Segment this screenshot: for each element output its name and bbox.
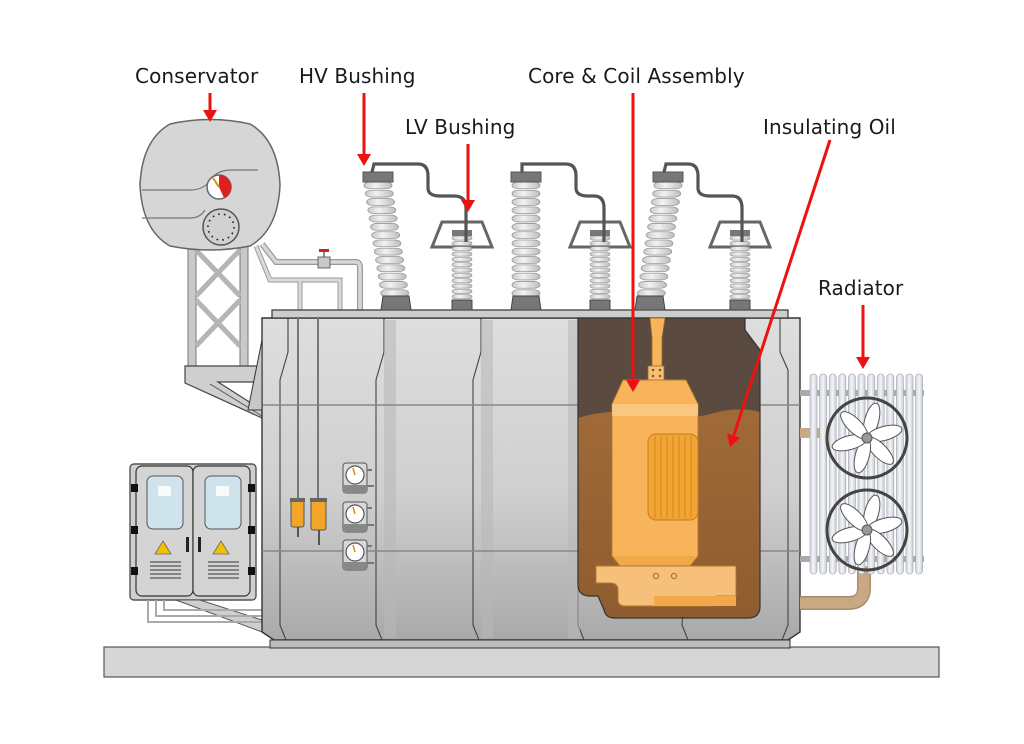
concrete-base bbox=[103, 646, 940, 678]
temperature-gauges bbox=[342, 462, 374, 571]
lv-bushing bbox=[429, 220, 495, 311]
hv-bushing bbox=[634, 171, 684, 311]
bushing-base bbox=[634, 295, 666, 311]
annotation-arrows bbox=[203, 93, 870, 447]
arrow-insulating-oil bbox=[727, 139, 832, 447]
coil-winding bbox=[647, 433, 699, 521]
arcing-horn bbox=[567, 220, 633, 249]
label-lv-bushing: LV Bushing bbox=[405, 115, 516, 139]
lv-bushing bbox=[707, 220, 773, 311]
oil-level-gauge bbox=[206, 174, 232, 200]
bushing-cap bbox=[590, 230, 610, 236]
bushing-base bbox=[589, 299, 611, 311]
bushing-cap bbox=[652, 171, 684, 183]
warning-icon bbox=[154, 540, 230, 555]
bushing-base bbox=[729, 299, 751, 311]
bushing-lead bbox=[662, 162, 744, 242]
arcing-horn bbox=[429, 220, 495, 249]
radiator-fin bbox=[896, 373, 904, 575]
bushing-base bbox=[380, 295, 412, 311]
arcing-horn bbox=[707, 220, 773, 249]
label-conservator: Conservator bbox=[135, 64, 259, 88]
conservator-support-tower bbox=[184, 239, 269, 419]
arrow-conservator bbox=[203, 93, 217, 122]
inspection-manhole bbox=[202, 208, 240, 246]
cooling-fan bbox=[825, 488, 909, 572]
fan-guard bbox=[825, 488, 909, 572]
arrow-core-coil bbox=[626, 93, 640, 392]
cooling-fan bbox=[825, 396, 909, 480]
bushing-cap bbox=[510, 171, 542, 183]
control-cabinet bbox=[129, 463, 263, 633]
label-radiator: Radiator bbox=[818, 276, 904, 300]
radiator-fin bbox=[819, 373, 827, 575]
arrow-hv-bushing bbox=[357, 93, 371, 166]
hv-bushing bbox=[510, 171, 542, 311]
radiator-fin bbox=[915, 373, 923, 575]
arrow-lv-bushing bbox=[461, 144, 475, 212]
bushing-lead bbox=[520, 162, 606, 242]
radiator-fin bbox=[905, 373, 914, 575]
valve-icon bbox=[317, 249, 331, 269]
label-hv-bushing: HV Bushing bbox=[299, 64, 416, 88]
conservator-tank bbox=[139, 118, 281, 251]
bushing-lead bbox=[370, 162, 468, 242]
fan-hub bbox=[861, 432, 873, 444]
bushing-cap bbox=[452, 230, 472, 236]
label-core-coil-assembly: Core & Coil Assembly bbox=[528, 64, 745, 88]
silica-gel-breathers bbox=[290, 318, 327, 545]
bushing-base bbox=[451, 299, 473, 311]
bushings bbox=[362, 162, 773, 311]
conservator-pipe bbox=[253, 242, 363, 310]
fan-hub bbox=[861, 524, 873, 536]
arrow-radiator bbox=[856, 305, 870, 369]
lv-bushing bbox=[567, 220, 633, 311]
radiator-fin bbox=[809, 373, 818, 575]
radiator-assembly bbox=[800, 373, 924, 610]
bushing-cap bbox=[730, 230, 750, 236]
bushing-base bbox=[510, 295, 542, 311]
core-coil-assembly bbox=[595, 317, 737, 607]
bushing-cap bbox=[362, 171, 394, 183]
label-insulating-oil: Insulating Oil bbox=[763, 115, 896, 139]
fan-guard bbox=[825, 396, 909, 480]
hv-bushing bbox=[362, 171, 412, 311]
